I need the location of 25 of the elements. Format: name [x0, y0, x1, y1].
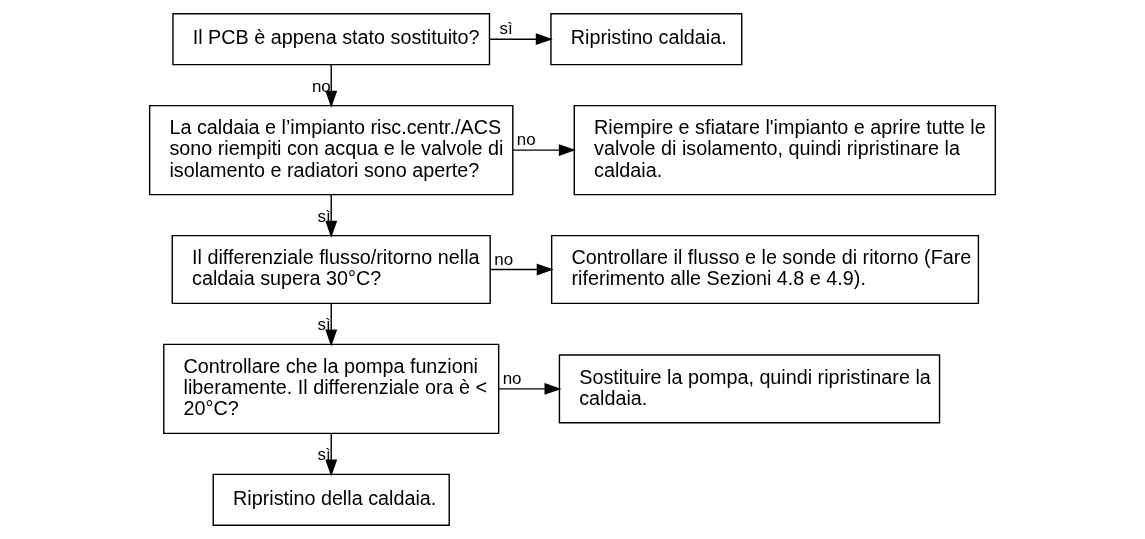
node-box: Il differenziale flusso/ritorno nella caldaia supera 30°C? — [171, 234, 491, 305]
arrow — [498, 382, 562, 395]
edge-label: no — [516, 130, 536, 150]
arrow — [512, 144, 576, 157]
arrow — [325, 432, 338, 477]
edge-label: sì — [499, 19, 513, 39]
node-box: Ripristino caldaia. — [550, 13, 743, 66]
arrow — [325, 194, 338, 238]
edge-label: no — [494, 249, 514, 269]
arrow — [489, 263, 554, 276]
arrow — [325, 303, 338, 347]
arrow — [325, 64, 338, 108]
arrow — [489, 33, 553, 46]
edge-label: sì — [317, 206, 331, 226]
node-box: La caldaia e l’impianto risc.centr./ACS sono riempiti con acqua e le valvole di isolamento e radiatori sono aperte? — [148, 104, 514, 196]
node-box: Controllare il flusso e le sonde di ritorno (Fare riferimento alle Sezioni 4.8 e 4.9). — [550, 234, 980, 305]
edge-label: no — [502, 369, 522, 389]
node-box: Ripristino della caldaia. — [212, 473, 450, 526]
edge-label: sì — [317, 315, 331, 335]
edge-label: no — [311, 76, 331, 96]
node-box: Riempire e sfiatare l'impianto e aprire tutte le valvole di isolamento, quindi ripristinare la caldaia. — [573, 104, 997, 196]
node-box: Controllare che la pompa funzioni liberamente. Il differenziale ora è < 20°C? — [163, 343, 500, 435]
node-box: Il PCB è appena stato sostituito? — [172, 13, 491, 66]
edge-label: sì — [317, 445, 331, 465]
node-box: Sostituire la pompa, quindi ripristinare la caldaia. — [558, 354, 941, 424]
